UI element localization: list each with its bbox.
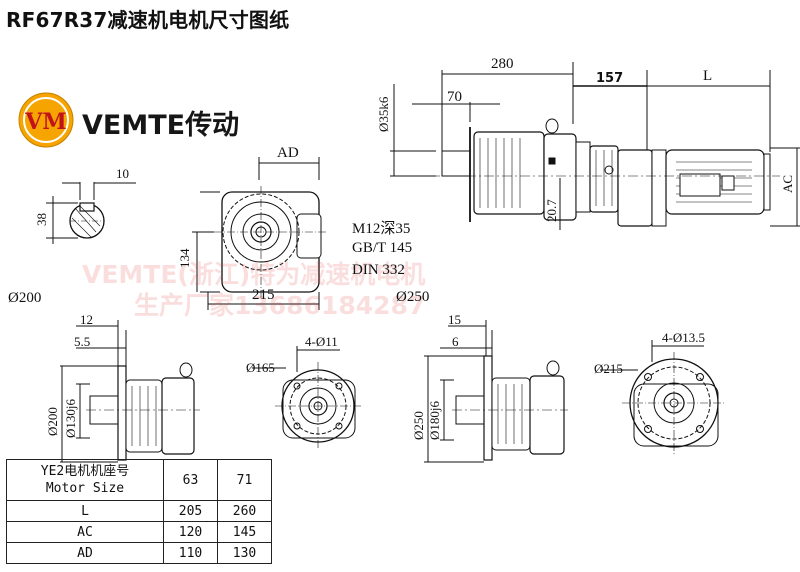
flange-face-250 [600,340,726,456]
dim-key-width: 10 [116,166,129,181]
dim-ad: AD [277,145,299,161]
table-cell: 110 [163,542,218,564]
dim-b-180: Ø180j6 [427,401,442,441]
flange-view-250 [424,320,568,463]
motor-size-table: YE2电机机座号 Motor Size 63 71 L 205 260 AC 1… [6,459,272,564]
page-title: RF67R37减速机电机尺寸图纸 [6,8,290,32]
table-column-71: 71 [217,459,272,501]
dim-a-12: 12 [80,312,93,327]
dim-thread-2: GB/T 145 [352,240,412,256]
shaft-section [46,182,136,244]
dim-a-holes: 4-Ø11 [305,334,338,349]
dim-length-70: 70 [447,89,462,105]
logo-letters: VM [24,109,66,135]
dim-a-130: Ø130j6 [63,399,78,439]
flange-face-200 [252,346,362,450]
dim-a-165: Ø165 [246,360,275,375]
table-row: L 205 260 [6,500,272,522]
dim-thread-1: M12深35 [352,220,410,237]
dim-b-15: 15 [448,312,461,327]
table-cell: 205 [163,500,218,522]
dim-b-holes: 4-Ø13.5 [662,330,705,345]
watermark-line-2: 生产厂家13686184287 [134,291,425,320]
table-row-label: AD [6,542,164,564]
flange-view-200 [60,320,200,463]
dim-length-l: L [703,68,712,84]
dim-a-5-5: 5.5 [74,334,90,349]
dim-flange-250-label: Ø250 [396,289,429,305]
dim-key-height: 38 [34,213,49,226]
table-header-row: YE2电机机座号 Motor Size 63 71 [6,459,272,501]
table-cell: 145 [217,521,272,543]
dim-width-215: 215 [252,287,275,303]
dim-b-215: Ø215 [594,361,623,376]
dim-20-7: 20.7 [544,199,559,222]
dim-b-6: 6 [452,334,459,349]
dim-length-157: 157 [596,71,623,86]
table-cell: 120 [163,521,218,543]
dim-flange-200-label: Ø200 [8,290,41,306]
dim-height-134: 134 [177,248,192,268]
brand-name: VEMTE传动 [82,110,240,141]
dim-shaft-diameter: Ø35k6 [376,96,391,132]
table-cell: 260 [217,500,272,522]
table-row: AC 120 145 [6,521,272,543]
dim-length-280: 280 [491,56,514,72]
table-cell: 130 [217,542,272,564]
vemte-logo-icon: VM [18,92,74,148]
table-row: AD 110 130 [6,542,272,564]
dim-a-200: Ø200 [45,407,60,436]
dim-thread-3: DIN 332 [352,262,405,278]
table-header-line-1: YE2电机机座号 [40,464,130,479]
table-row-label: L [6,500,164,522]
table-row-label: AC [6,521,164,543]
table-header-cell: YE2电机机座号 Motor Size [6,459,164,501]
dim-b-250: Ø250 [411,411,426,440]
side-view [390,62,800,230]
table-column-63: 63 [163,459,218,501]
table-header-line-2: Motor Size [45,481,125,496]
front-view [192,157,328,310]
dim-ac: AC [780,175,795,193]
watermark-line-1: VEMTE(浙江)特为减速机电机 [82,260,425,289]
